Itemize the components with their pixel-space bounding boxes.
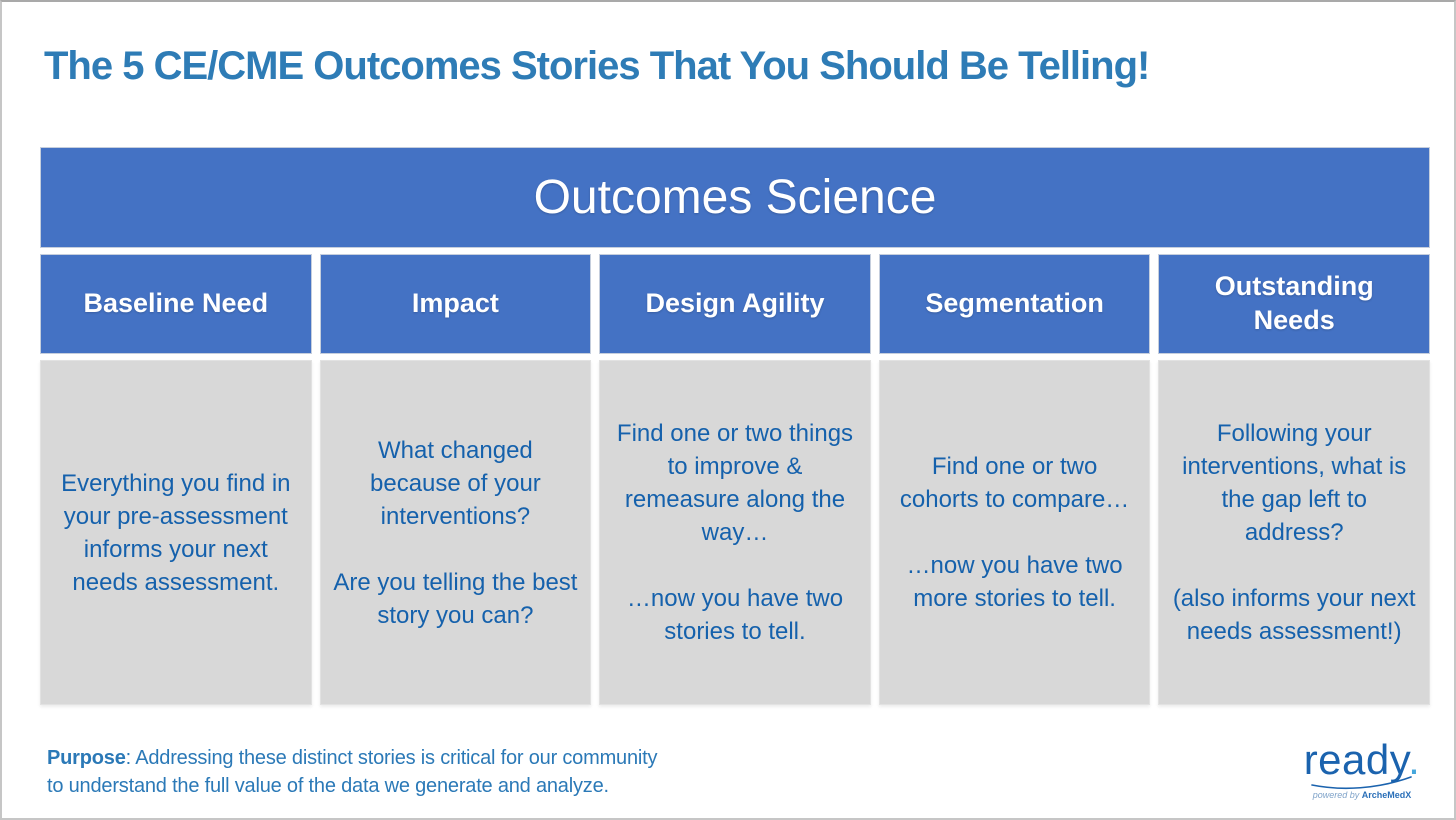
- table-banner-title: Outcomes Science: [533, 171, 937, 224]
- logo-swoosh-icon: [1311, 776, 1412, 790]
- logo-tagline-prefix: powered by: [1312, 790, 1362, 801]
- column-paragraph: Find one or two things to improve & reme…: [616, 420, 854, 546]
- purpose-note: Purpose: Addressing these distinct stori…: [47, 744, 657, 800]
- logo-tagline-brand: ArcheMedX: [1361, 790, 1412, 801]
- column-paragraph: Following your interventions, what is th…: [1182, 420, 1407, 546]
- column-header: Outstanding Needs: [1158, 254, 1430, 354]
- table-column-baseline-need: Baseline Need Everything you find in you…: [40, 254, 312, 705]
- table-column-segmentation: Segmentation Find one or two cohorts to …: [878, 254, 1151, 705]
- column-header-label: Baseline Need: [83, 288, 269, 319]
- column-header-label: Impact: [411, 288, 499, 319]
- column-body: Following your interventions, what is th…: [1158, 360, 1430, 705]
- column-paragraph: What changed because of your interventio…: [370, 436, 541, 530]
- column-body: What changed because of your interventio…: [319, 360, 592, 705]
- purpose-text-line2: to understand the full value of the data…: [47, 775, 609, 797]
- logo-tagline: powered by ArcheMedX: [1292, 790, 1432, 800]
- ready-logo-wordmark: ready.: [1292, 736, 1432, 783]
- purpose-text-line1: : Addressing these distinct stories is c…: [125, 747, 658, 769]
- column-body: Everything you find in your pre-assessme…: [40, 360, 312, 705]
- ready-logo: ready. powered by ArcheMedX: [1292, 736, 1432, 800]
- column-header-label: Outstanding Needs: [1214, 271, 1374, 335]
- table-column-outstanding-needs: Outstanding Needs Following your interve…: [1158, 254, 1430, 705]
- column-header: Segmentation: [878, 254, 1151, 354]
- purpose-label: Purpose: [47, 747, 126, 769]
- table-banner: Outcomes Science: [40, 147, 1430, 248]
- ready-logo-dot: .: [1408, 736, 1421, 783]
- column-paragraph: …now you have two stories to tell.: [626, 585, 844, 645]
- column-paragraph: Are you telling the best story you can?: [333, 568, 578, 629]
- column-header-label: Design Agility: [645, 288, 825, 319]
- column-header: Impact: [319, 254, 592, 354]
- column-paragraph: Everything you find in your pre-assessme…: [61, 469, 291, 596]
- outcomes-table: Outcomes Science Baseline Need Everythin…: [40, 147, 1430, 705]
- column-body: Find one or two things to improve & reme…: [599, 360, 871, 705]
- column-header: Design Agility: [599, 254, 871, 354]
- ready-logo-brand: ready: [1303, 736, 1409, 783]
- column-body: Find one or two cohorts to compare… …now …: [878, 360, 1151, 705]
- column-paragraph: (also informs your next needs assessment…: [1172, 585, 1416, 645]
- column-paragraph: Find one or two cohorts to compare…: [899, 453, 1130, 513]
- table-column-impact: Impact What changed because of your inte…: [319, 254, 592, 705]
- column-paragraph: …now you have two more stories to tell.: [906, 552, 1123, 612]
- page-title: The 5 CE/CME Outcomes Stories That You S…: [44, 44, 1150, 88]
- table-column-design-agility: Design Agility Find one or two things to…: [599, 254, 871, 705]
- column-header: Baseline Need: [40, 254, 312, 354]
- table-columns: Baseline Need Everything you find in you…: [40, 254, 1430, 705]
- column-header-label: Segmentation: [925, 288, 1104, 319]
